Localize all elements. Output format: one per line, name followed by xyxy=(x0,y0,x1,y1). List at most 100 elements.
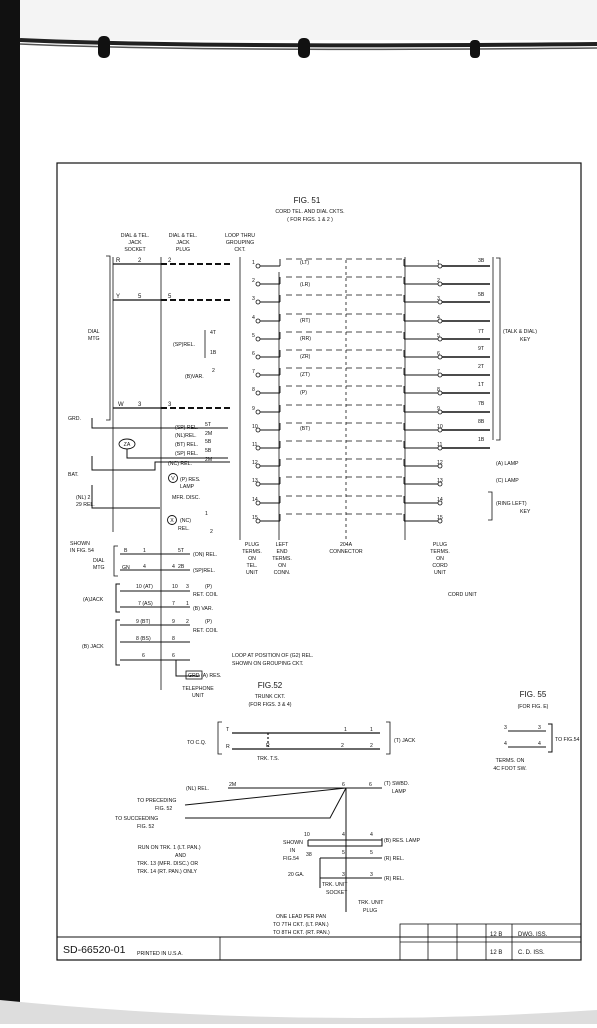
lamp-label: (P) xyxy=(300,390,307,396)
plug-term-number: 10 xyxy=(437,424,443,430)
svg-text:(TALK & DIAL): (TALK & DIAL) xyxy=(503,329,537,335)
plug-term-number: 14 xyxy=(437,497,443,503)
cord-term-label: 7B xyxy=(478,401,485,407)
plug-term-number: 15 xyxy=(437,515,443,521)
svg-text:7 (AS): 7 (AS) xyxy=(138,601,153,607)
svg-text:TRK. UNIT: TRK. UNIT xyxy=(322,882,348,888)
socket-pin-y: Y xyxy=(116,294,120,300)
svg-text:CORD: CORD xyxy=(432,563,448,569)
socket-pin-5: 5 xyxy=(138,294,142,300)
column-header-loop: LOOP THRU GROUPING CKT. xyxy=(225,233,255,253)
svg-text:(SP)REL.: (SP)REL. xyxy=(193,568,215,574)
svg-text:20 GA.: 20 GA. xyxy=(288,872,304,878)
terminal-number: 1 xyxy=(252,260,255,266)
svg-text:TO 7TH CKT. (LT. PAN.): TO 7TH CKT. (LT. PAN.) xyxy=(273,922,329,928)
svg-text:1: 1 xyxy=(344,727,347,733)
svg-text:KEY: KEY xyxy=(520,509,531,515)
svg-text:8 (BS): 8 (BS) xyxy=(136,636,151,642)
svg-text:5T: 5T xyxy=(178,548,185,554)
svg-text:3: 3 xyxy=(370,872,373,878)
svg-text:ON: ON xyxy=(436,556,444,562)
svg-text:4: 4 xyxy=(538,741,541,747)
plug-term-number: 1 xyxy=(437,260,440,266)
svg-text:6: 6 xyxy=(142,653,145,659)
shown-fig54-label: SHOWN xyxy=(70,541,90,547)
lamp-label: (RR) xyxy=(300,336,311,342)
bat-label: BAT. xyxy=(68,472,79,478)
svg-text:LOOP AT POSITION OF (G2) REL.: LOOP AT POSITION OF (G2) REL. xyxy=(232,653,313,659)
marker-v: V xyxy=(168,473,178,483)
cord-term-label: 2T xyxy=(478,364,485,370)
svg-text:IN: IN xyxy=(290,848,295,854)
svg-text:2M: 2M xyxy=(229,782,236,788)
svg-text:(P): (P) xyxy=(205,619,212,625)
svg-text:UNIT: UNIT xyxy=(192,693,205,699)
svg-text:1: 1 xyxy=(370,727,373,733)
svg-text:(NL) REL.: (NL) REL. xyxy=(186,786,209,792)
svg-text:TELEPHONE: TELEPHONE xyxy=(182,686,214,692)
svg-text:ZA: ZA xyxy=(124,442,131,448)
socket-pin-2: 2 xyxy=(138,258,142,264)
relay-labels: (SP)REL. 4T 1B (B)VAR. 2 (SP) REL. 5T (N… xyxy=(168,330,217,535)
svg-text:PLUG: PLUG xyxy=(363,908,377,914)
svg-text:TRK. 14 (RT. PAN.) ONLY: TRK. 14 (RT. PAN.) ONLY xyxy=(137,869,197,875)
svg-text:204A: 204A xyxy=(340,542,353,548)
terminal-contact xyxy=(255,318,261,324)
plug-term-number: 4 xyxy=(437,315,440,321)
svg-text:LAMP: LAMP xyxy=(180,484,195,490)
right-labels: (TALK & DIAL) KEY (A) LAMP (C) LAMP (RIN… xyxy=(488,257,537,521)
svg-text:2: 2 xyxy=(370,743,373,749)
svg-text:4: 4 xyxy=(143,564,146,570)
terminal-contact xyxy=(255,299,261,305)
plug-term-number: 8 xyxy=(437,387,440,393)
title-block: SD-66520-01 PRINTED IN U.S.A. 12 B DWG. … xyxy=(57,923,582,961)
svg-text:JACK: JACK xyxy=(176,240,190,246)
svg-text:V: V xyxy=(171,476,175,482)
svg-text:ON: ON xyxy=(248,556,256,562)
jack-rows xyxy=(113,263,230,409)
svg-text:T: T xyxy=(226,727,230,733)
drawing-border xyxy=(56,162,582,961)
cord-term-label: 1T xyxy=(478,382,485,388)
svg-text:3: 3 xyxy=(504,725,507,731)
column-header-plug: DIAL & TEL. JACK PLUG xyxy=(169,233,198,253)
fig55-title: FIG. 55 xyxy=(520,690,547,699)
svg-text:7: 7 xyxy=(172,601,175,607)
svg-text:38: 38 xyxy=(306,852,312,858)
svg-text:5B: 5B xyxy=(205,439,212,445)
svg-text:(NC): (NC) xyxy=(180,518,191,524)
svg-text:2: 2 xyxy=(186,619,189,625)
svg-text:2: 2 xyxy=(212,368,215,374)
svg-text:2B: 2B xyxy=(178,564,185,570)
lamp-label: (BT) xyxy=(300,426,310,432)
svg-text:UNIT: UNIT xyxy=(434,570,447,576)
svg-text:UNIT: UNIT xyxy=(246,570,259,576)
terminal-number: 13 xyxy=(252,478,258,484)
drawing-number: SD-66520-01 xyxy=(63,944,126,956)
svg-text:R: R xyxy=(226,744,230,750)
svg-text:TRK. UNIT: TRK. UNIT xyxy=(358,900,384,906)
terminal-contact xyxy=(255,409,261,415)
svg-text:(NC) REL.: (NC) REL. xyxy=(168,461,192,467)
svg-text:PLUG: PLUG xyxy=(433,542,447,548)
socket-pin-w: W xyxy=(118,402,124,408)
svg-text:TRK. 13 (MFR. DISC.) OR: TRK. 13 (MFR. DISC.) OR xyxy=(137,861,198,867)
socket-pin-r: R xyxy=(116,258,121,264)
svg-text:10: 10 xyxy=(304,832,310,838)
terminal-contact xyxy=(255,336,261,342)
svg-text:1: 1 xyxy=(205,511,208,517)
svg-text:SOCKET: SOCKET xyxy=(124,247,146,253)
svg-text:DIAL & TEL.: DIAL & TEL. xyxy=(121,233,150,239)
svg-text:(A) LAMP: (A) LAMP xyxy=(496,461,519,467)
svg-text:GROUPING: GROUPING xyxy=(226,240,254,246)
svg-text:ON: ON xyxy=(278,563,286,569)
plug-pin-5: 5 xyxy=(168,294,172,300)
fig51-title: FIG. 51 xyxy=(294,196,321,205)
svg-text:4: 4 xyxy=(370,832,373,838)
svg-text:(T) JACK: (T) JACK xyxy=(394,738,416,744)
svg-text:(A)JACK: (A)JACK xyxy=(83,597,104,603)
svg-text:(P): (P) xyxy=(205,584,212,590)
terminal-number: 11 xyxy=(252,442,257,448)
svg-text:FIG. 52: FIG. 52 xyxy=(155,806,172,812)
svg-text:(SP) REL.: (SP) REL. xyxy=(175,451,198,457)
